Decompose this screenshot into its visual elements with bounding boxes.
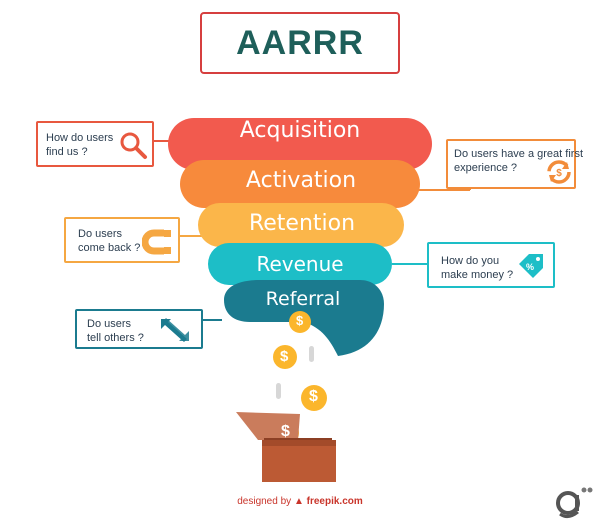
callout-text: How do users bbox=[46, 132, 114, 144]
motion-mark bbox=[276, 383, 281, 399]
diagram-title: AARRR bbox=[236, 23, 364, 62]
freepik-icon: ▲ bbox=[293, 496, 304, 507]
callout-text: experience ? bbox=[454, 162, 517, 174]
box-front bbox=[262, 440, 336, 482]
callout-text: Do users bbox=[78, 228, 123, 240]
callout-acquisition: How do users find us ? bbox=[36, 121, 154, 167]
credit-brand: freepik.com bbox=[306, 496, 363, 507]
refresh-icon-glyph: $ bbox=[556, 168, 562, 179]
band-retention bbox=[198, 203, 404, 247]
svg-text:%: % bbox=[526, 262, 534, 272]
callout-text: find us ? bbox=[46, 146, 88, 158]
callout-referral: Do users tell others ? bbox=[75, 309, 203, 349]
callout-text: How do you bbox=[441, 255, 500, 267]
coin bbox=[289, 311, 311, 333]
refresh-icon: $ bbox=[547, 160, 571, 184]
callout-text: make money ? bbox=[441, 269, 514, 281]
motion-mark bbox=[309, 346, 314, 362]
coin bbox=[273, 345, 297, 369]
coin-symbol: $ bbox=[281, 423, 290, 440]
callout-revenue: How do you make money ? % bbox=[427, 242, 555, 288]
box-front-shade bbox=[262, 440, 336, 446]
callout-text: tell others ? bbox=[87, 332, 144, 344]
coin-symbol: $ bbox=[309, 388, 318, 405]
callout-text: come back ? bbox=[78, 242, 141, 254]
credit-prefix: designed by bbox=[237, 496, 292, 507]
band-acquisition bbox=[168, 118, 432, 170]
designer-credit: designed by ▲ freepik.com bbox=[0, 496, 600, 507]
band-activation bbox=[180, 160, 420, 208]
stage-label-revenue: Revenue bbox=[256, 252, 344, 276]
stage-label-retention: Retention bbox=[248, 211, 356, 236]
stage-label-activation: Activation bbox=[245, 168, 357, 193]
callout-activation: Do users have a great first experience ?… bbox=[446, 139, 583, 189]
coin-symbol: $ bbox=[280, 348, 289, 365]
callout-text: Do users bbox=[87, 318, 132, 330]
money-box bbox=[236, 412, 336, 482]
coin-symbol: $ bbox=[296, 313, 304, 328]
watermark-logo bbox=[556, 487, 593, 519]
band-revenue bbox=[208, 243, 392, 285]
title-box: AARRR bbox=[200, 12, 400, 74]
callout-text: Do users have a great first bbox=[454, 148, 584, 160]
stage-label-acquisition: Acquisition bbox=[239, 118, 361, 143]
magnifier-icon bbox=[120, 132, 147, 159]
box-lid bbox=[236, 412, 300, 440]
callout-retention: Do users come back ? bbox=[64, 217, 180, 263]
price-tag-icon: % bbox=[519, 254, 543, 278]
arrows-icon bbox=[161, 318, 189, 342]
stage-label-referral: Referral bbox=[265, 288, 341, 310]
coin bbox=[301, 385, 327, 411]
magnet-icon bbox=[142, 229, 171, 255]
